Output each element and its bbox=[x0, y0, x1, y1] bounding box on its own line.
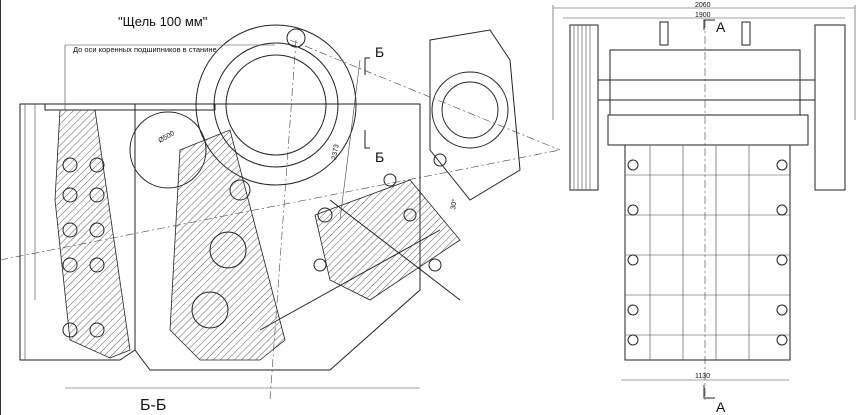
section-mark-b-top: Б bbox=[375, 44, 384, 60]
note-bearing-axis: До оси коренных подшипников в станине bbox=[73, 45, 217, 54]
motor-frame bbox=[429, 29, 521, 201]
side-view bbox=[0, 24, 561, 401]
flywheel-left bbox=[569, 24, 599, 191]
section-mark-a-top: А bbox=[716, 19, 726, 35]
dim-overall-width: 2060 bbox=[695, 2, 711, 9]
frame-body bbox=[624, 144, 791, 361]
section-view-label: Б-Б bbox=[140, 397, 166, 414]
lifting-eye bbox=[286, 28, 306, 48]
dim-height: 2373 bbox=[331, 144, 341, 161]
motor-pulley bbox=[431, 71, 509, 149]
section-mark-a-bottom: А bbox=[716, 399, 726, 415]
tension-rod bbox=[259, 229, 441, 331]
flywheel-right bbox=[814, 24, 846, 191]
toggle-block bbox=[314, 179, 461, 301]
movable-jaw bbox=[169, 129, 286, 361]
dim-flywheel-diameter: Ø500 bbox=[158, 130, 176, 145]
section-mark-b-bottom: Б bbox=[375, 149, 384, 165]
drawing-title: "Щель 100 мм" bbox=[118, 14, 208, 29]
dim-base-width: 1130 bbox=[695, 373, 710, 380]
dim-frame-width: 1900 bbox=[695, 12, 711, 19]
bolts-front bbox=[62, 157, 105, 338]
flywheel-outer bbox=[195, 24, 357, 186]
front-view bbox=[552, 5, 856, 400]
dim-angle: 30° bbox=[449, 198, 459, 210]
fixed-jaw bbox=[54, 109, 131, 359]
